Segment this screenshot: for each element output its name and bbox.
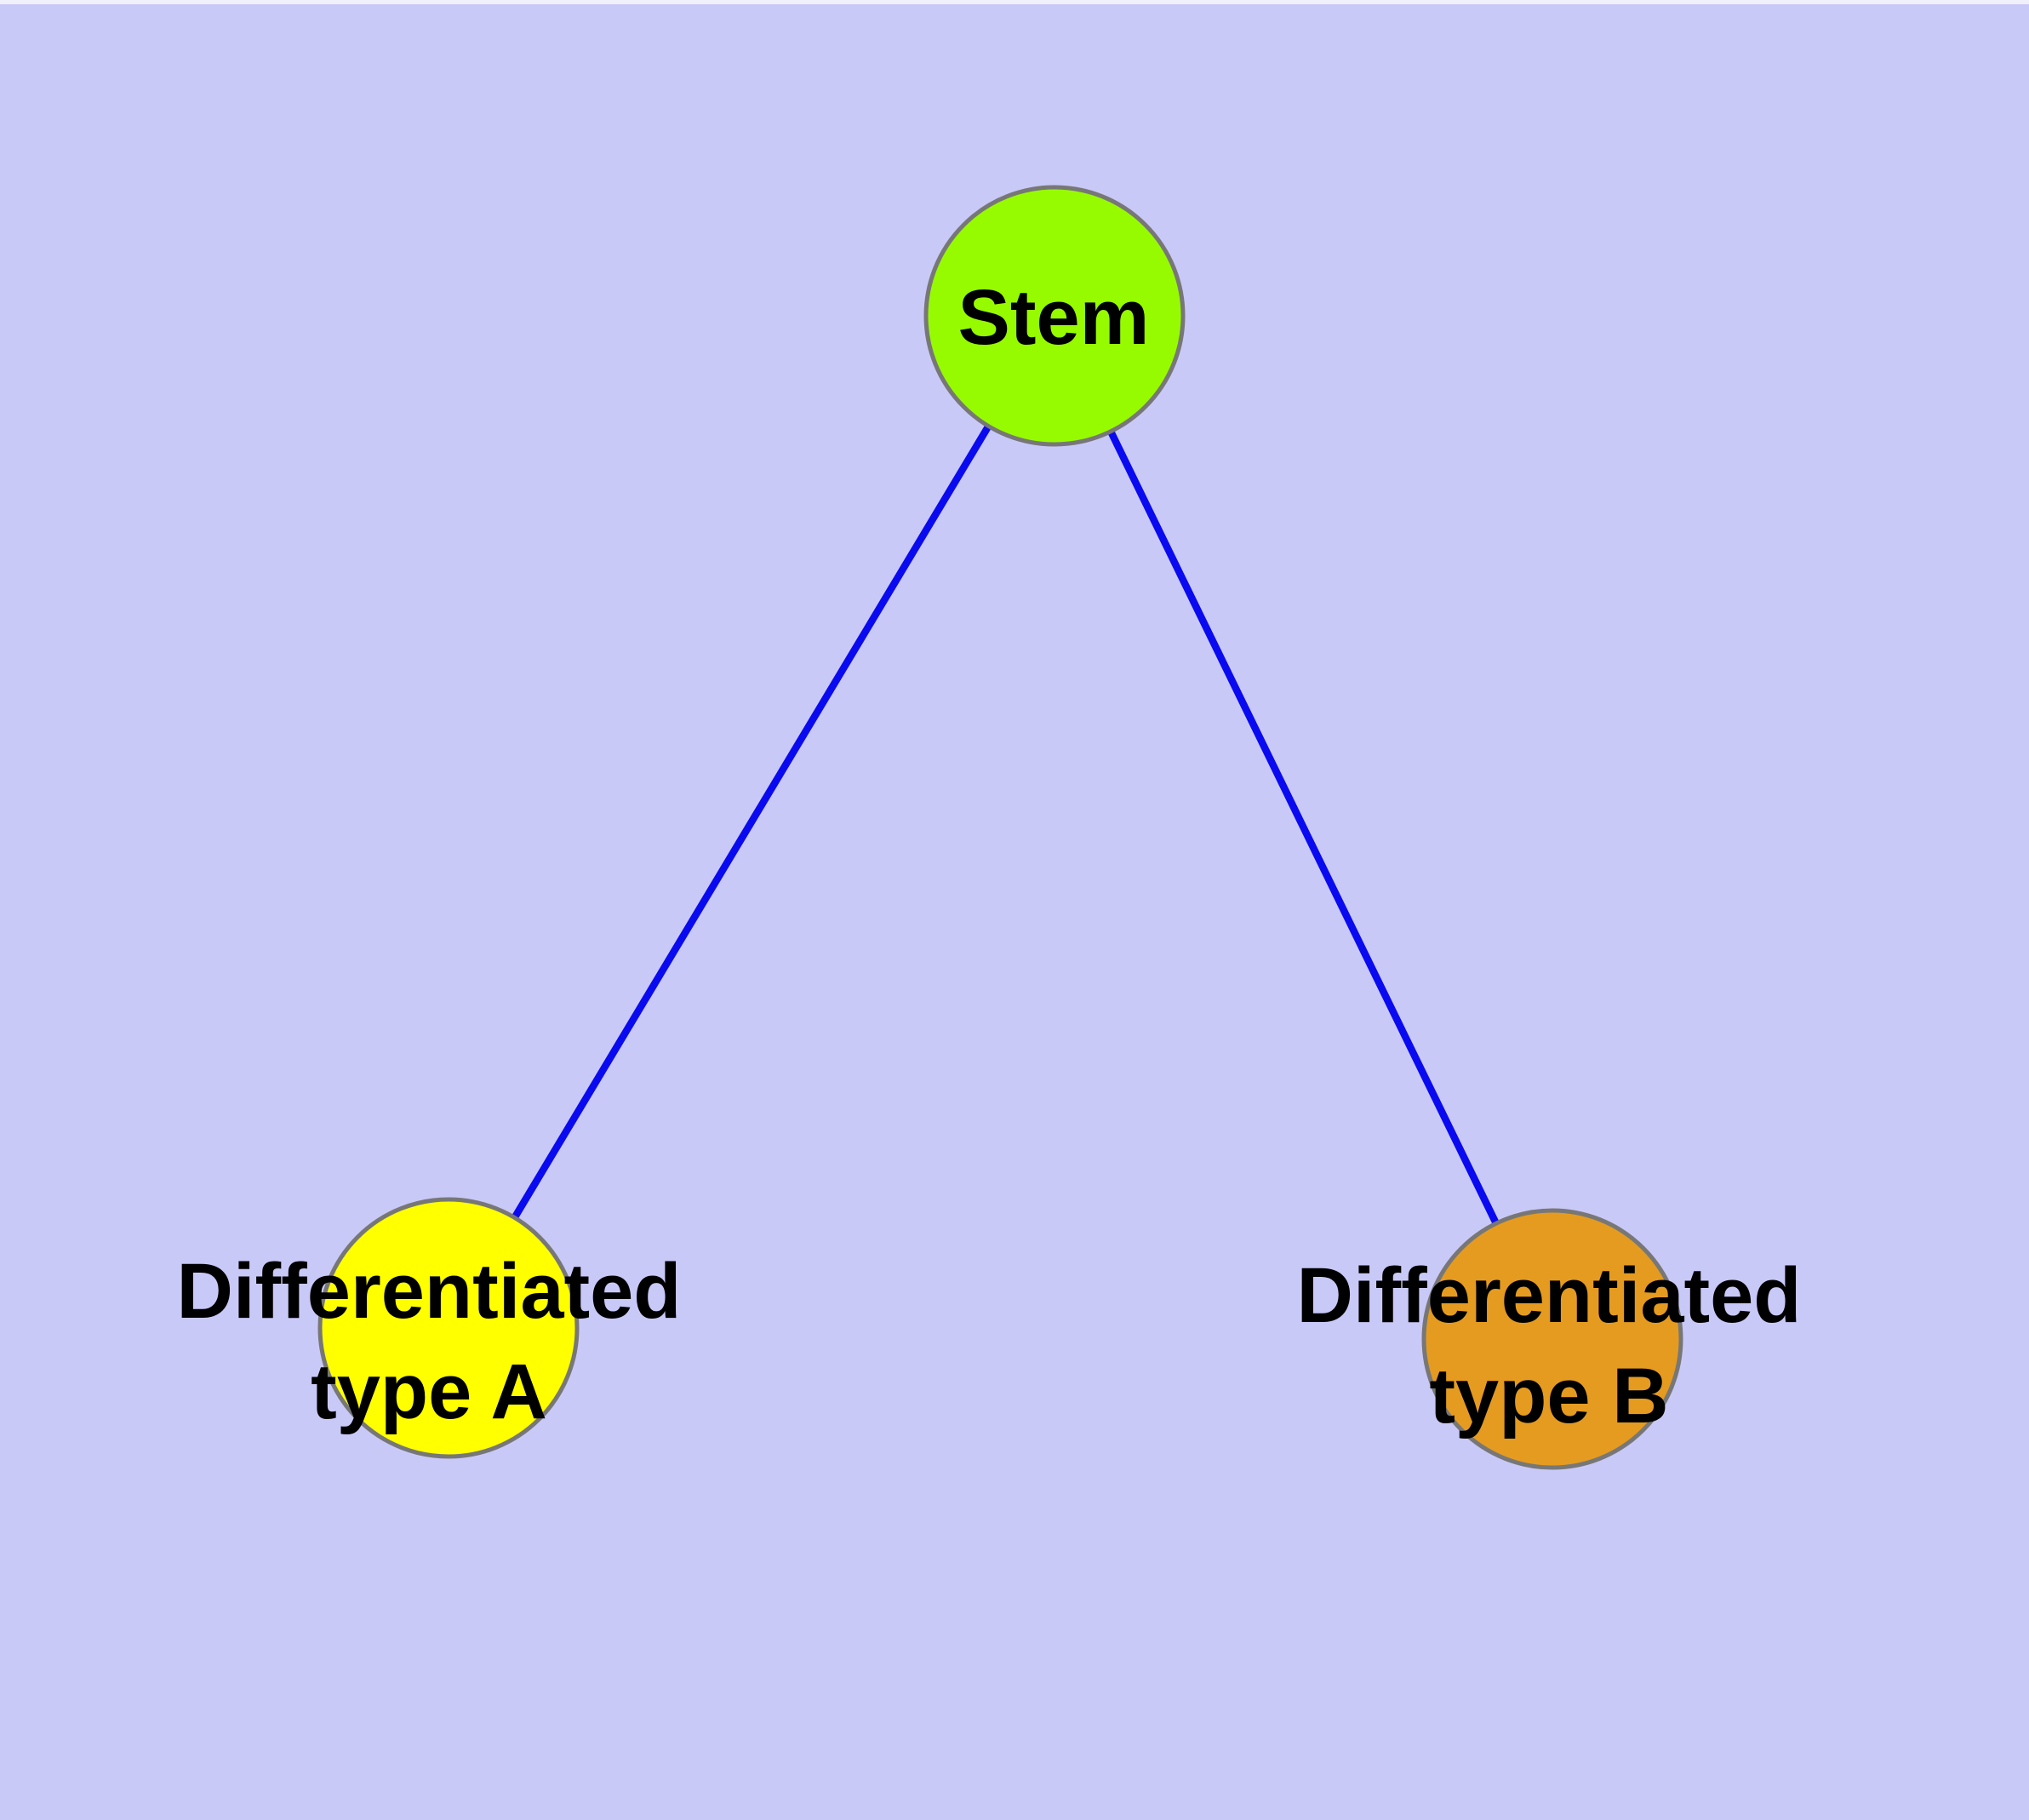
node-differentiated-type-a[interactable]: Differentiated type A xyxy=(177,1197,682,1459)
node-type-a-circle[interactable] xyxy=(317,1197,580,1459)
node-stem-label: Stem xyxy=(958,274,1150,361)
node-type-a-label-line1: Differentiated xyxy=(177,1248,682,1335)
node-type-a-label-line2: type A xyxy=(311,1348,547,1435)
node-type-b-label-line1: Differentiated xyxy=(1297,1252,1802,1339)
node-differentiated-type-b[interactable]: Differentiated type B xyxy=(1297,1208,1802,1470)
node-type-b-label-line2: type B xyxy=(1429,1353,1668,1439)
edge-stem-to-type-b xyxy=(1051,314,1556,1341)
window-edge-highlight xyxy=(0,0,2029,4)
edge-stem-to-type-a xyxy=(445,313,1058,1331)
node-type-b-circle[interactable] xyxy=(1421,1208,1683,1470)
node-stem-circle[interactable] xyxy=(923,185,1186,447)
node-stem[interactable]: Stem xyxy=(923,185,1186,447)
